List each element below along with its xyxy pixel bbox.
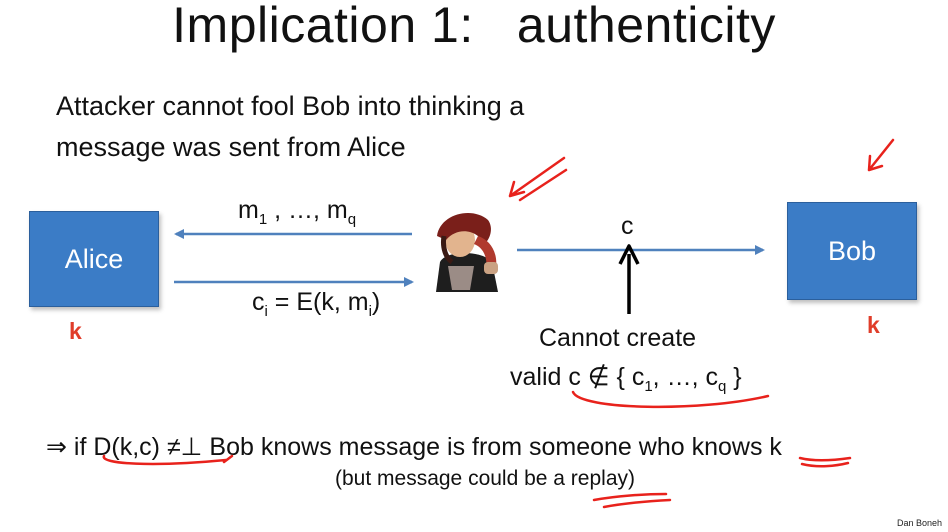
up-arrow-icon: [618, 244, 640, 314]
challenge-ciphertext-label: c: [621, 212, 634, 240]
annotation-underline-k: [798, 456, 852, 468]
m-subscript: i: [368, 303, 372, 320]
cannot-create-line-1: Cannot create: [539, 324, 697, 352]
statement-line-1: Attacker cannot fool Bob into thinking a: [56, 91, 525, 121]
m-middle: , …, m: [267, 196, 348, 224]
m-subscript-last: q: [347, 211, 357, 228]
c-letter: c: [252, 288, 265, 316]
implication-line: ⇒ if D(k,c) ≠⊥ Bob knows message is from…: [46, 432, 782, 462]
c-subscript: i: [264, 303, 268, 320]
implication-if: if: [66, 433, 94, 461]
statement-line-2: message was sent from Alice: [56, 132, 406, 162]
m-subscript-first: 1: [258, 211, 268, 228]
c-subscript-1: 1: [644, 378, 653, 395]
implication-conclusion: Bob knows message is from someone who kn…: [202, 433, 782, 461]
bob-box: Bob: [787, 202, 917, 300]
author-credit: Dan Boneh: [897, 518, 943, 528]
annotation-underline-replay: [592, 492, 672, 509]
ciphertext-label: ci = E(k, mi): [252, 288, 380, 320]
alice-key: k: [69, 318, 82, 344]
valid-prefix: valid c ∉ { c: [510, 363, 645, 391]
attacker-figure-icon: [436, 213, 498, 292]
replay-note: (but message could be a replay): [335, 467, 635, 490]
decryption-condition: D(k,c) ≠⊥: [93, 433, 203, 461]
annotation-underline-set: [571, 390, 770, 409]
m-letter: m: [238, 196, 259, 224]
bob-label: Bob: [827, 235, 877, 266]
close-paren: ): [371, 288, 381, 316]
bob-key: k: [867, 312, 880, 338]
statement: Attacker cannot fool Bob into thinking a…: [56, 86, 524, 168]
set-close: }: [726, 363, 742, 391]
encryption-expr: = E(k, m: [267, 288, 369, 316]
messages-label: m1 , …, mq: [238, 196, 356, 228]
set-middle: , …, c: [652, 363, 718, 391]
annotation-underline-condition: [102, 454, 234, 466]
alice-label: Alice: [64, 243, 124, 274]
slide-title: Implication 1: authenticity: [172, 0, 776, 53]
annotation-arrow-bob: [867, 138, 895, 172]
implies-arrow: ⇒: [46, 433, 67, 461]
annotation-arrow-attacker: [508, 156, 568, 202]
c-subscript-q: q: [717, 378, 727, 395]
alice-box: Alice: [29, 211, 159, 307]
red-annotations: [102, 138, 895, 509]
cannot-create-line-2: valid c ∉ { c1, …, cq }: [510, 362, 742, 395]
